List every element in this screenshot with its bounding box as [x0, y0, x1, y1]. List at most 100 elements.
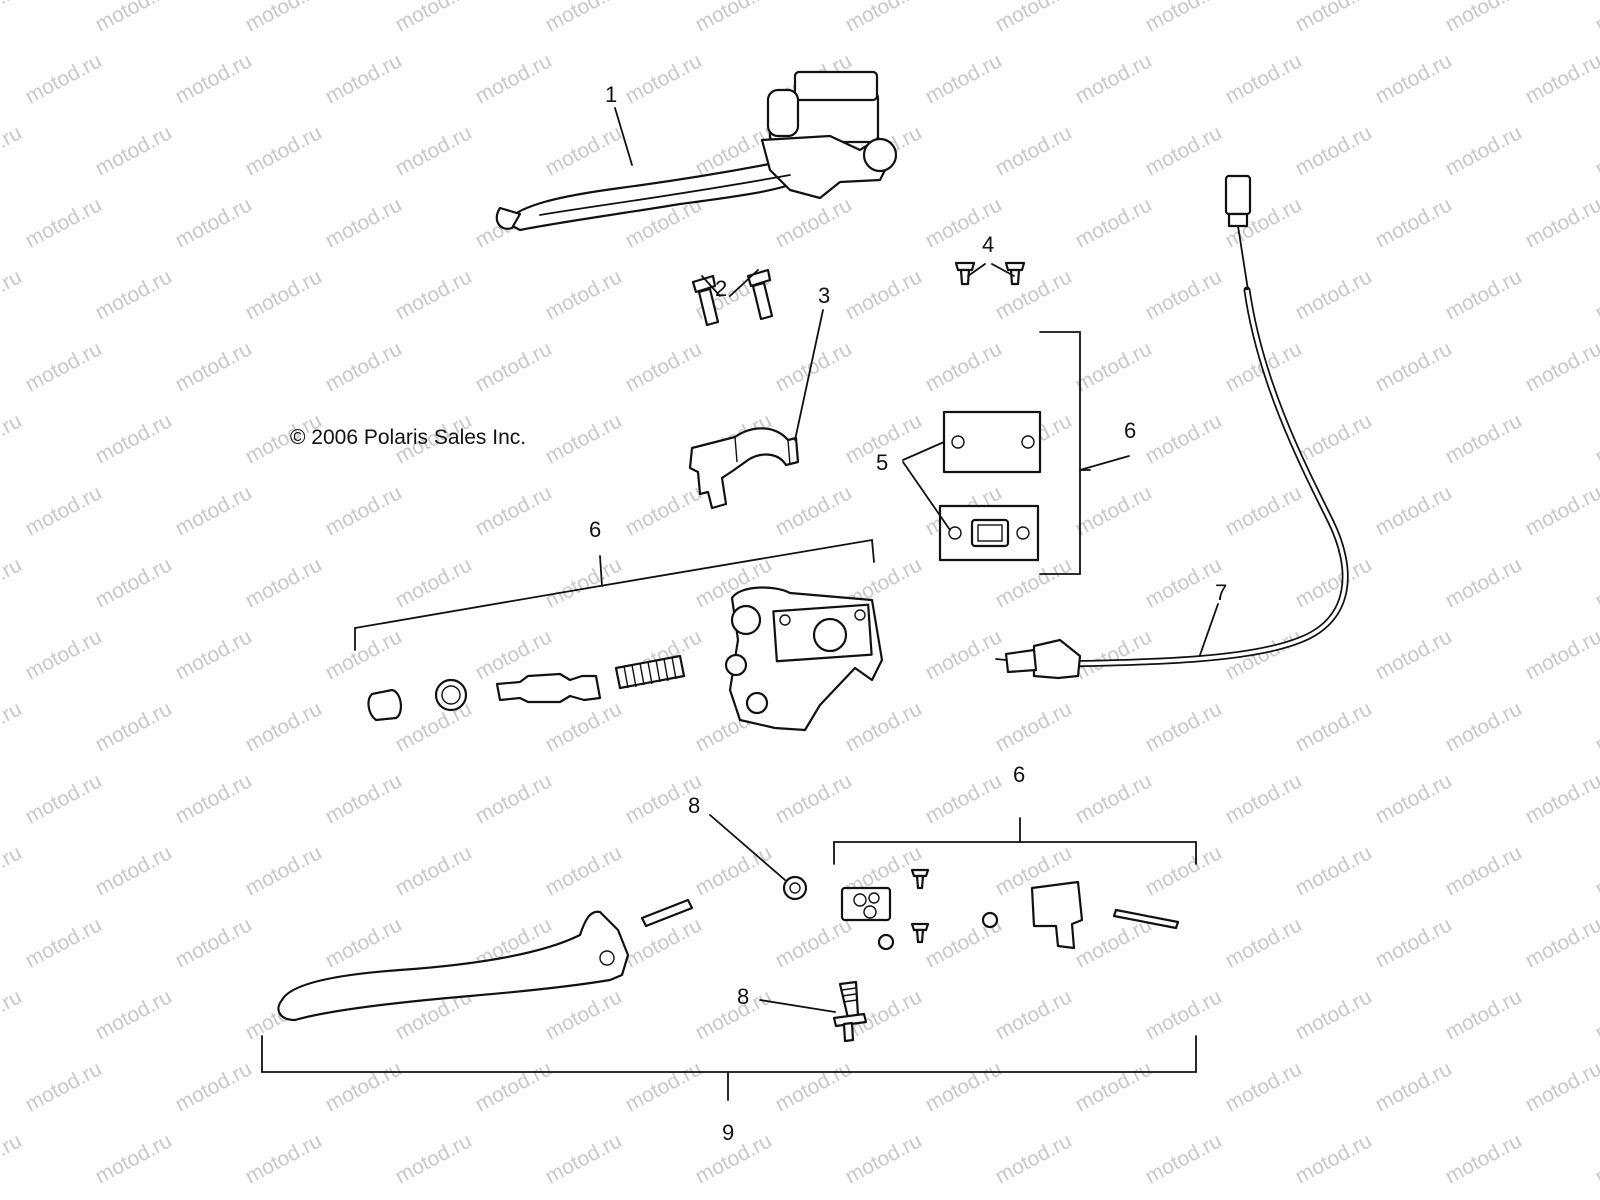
watermark-text: motod.ru	[0, 697, 26, 756]
watermark-text: motod.ru	[1592, 985, 1600, 1044]
watermark-text: motod.ru	[542, 985, 626, 1044]
watermark-text: motod.ru	[1522, 769, 1600, 828]
watermark-text: motod.ru	[1372, 913, 1456, 972]
watermark-text: motod.ru	[1592, 121, 1600, 180]
watermark-text: motod.ru	[922, 1057, 1006, 1116]
watermark-text: motod.ru	[22, 193, 106, 252]
watermark-text: motod.ru	[22, 337, 106, 396]
watermark-text: motod.ru	[622, 913, 706, 972]
watermark-text: motod.ru	[992, 985, 1076, 1044]
watermark-text: motod.ru	[1292, 841, 1376, 900]
callout-3: 3	[818, 283, 830, 308]
watermark-text: motod.ru	[242, 697, 326, 756]
watermark-text: motod.ru	[842, 697, 926, 756]
watermark-text: motod.ru	[1522, 1057, 1600, 1116]
part-4-screws[interactable]	[954, 261, 1026, 286]
watermark-text: motod.ru	[172, 193, 256, 252]
watermark-text: motod.ru	[842, 0, 926, 36]
watermark-text: motod.ru	[1072, 193, 1156, 252]
watermark-text: motod.ru	[22, 49, 106, 108]
watermark-text: motod.ru	[322, 193, 406, 252]
watermark-text: motod.ru	[92, 553, 176, 612]
watermark-text: motod.ru	[1222, 49, 1306, 108]
watermark-text: motod.ru	[92, 1129, 176, 1188]
watermark-text: motod.ru	[322, 625, 406, 684]
watermark-text: motod.ru	[1442, 697, 1526, 756]
watermark-text: motod.ru	[1442, 265, 1526, 324]
callout-2: 2	[715, 276, 727, 301]
watermark-text: motod.ru	[772, 769, 856, 828]
bracket-9-bottom	[261, 1035, 1197, 1101]
watermark-text: motod.ru	[392, 121, 476, 180]
watermark-text: motod.ru	[92, 985, 176, 1044]
part-5-cover-and-diaphragm[interactable]	[938, 410, 1042, 562]
watermark-text: motod.ru	[392, 0, 476, 36]
watermark-text: motod.ru	[0, 409, 26, 468]
watermark-text: motod.ru	[542, 409, 626, 468]
watermark-text: motod.ru	[172, 769, 256, 828]
watermark-text: motod.ru	[542, 265, 626, 324]
watermark-text: motod.ru	[1442, 0, 1526, 36]
watermark-text: motod.ru	[772, 1057, 856, 1116]
watermark-text: motod.ru	[1292, 0, 1376, 36]
watermark-text: motod.ru	[242, 265, 326, 324]
part-7-brake-switch-cable[interactable]	[995, 174, 1349, 680]
watermark-text: motod.ru	[1072, 49, 1156, 108]
watermark-text: motod.ru	[622, 1057, 706, 1116]
watermark-text: motod.ru	[1292, 1129, 1376, 1188]
callout-1: 1	[605, 82, 617, 107]
part-6-master-cylinder-internals[interactable]	[367, 586, 884, 732]
watermark-text: motod.ru	[842, 1129, 926, 1188]
watermark-text: motod.ru	[0, 0, 26, 36]
watermark-text: motod.ru	[1592, 0, 1600, 36]
watermark-text: motod.ru	[22, 625, 106, 684]
watermark-text: motod.ru	[1072, 769, 1156, 828]
watermark-text: motod.ru	[392, 265, 476, 324]
watermark-text: motod.ru	[1592, 697, 1600, 756]
copyright-text: © 2006 Polaris Sales Inc.	[290, 426, 526, 449]
watermark-text: motod.ru	[992, 121, 1076, 180]
watermark-text: motod.ru	[392, 553, 476, 612]
watermark-text: motod.ru	[472, 769, 556, 828]
watermark-text: motod.ru	[622, 481, 706, 540]
watermark-text: motod.ru	[1592, 265, 1600, 324]
watermark-text: motod.ru	[1292, 121, 1376, 180]
watermark-text: motod.ru	[1522, 913, 1600, 972]
watermark-text: motod.ru	[772, 337, 856, 396]
watermark-text: motod.ru	[1292, 985, 1376, 1044]
watermark-text: motod.ru	[1142, 985, 1226, 1044]
watermark-text: motod.ru	[92, 409, 176, 468]
watermark-text: motod.ru	[1522, 625, 1600, 684]
part-1-master-cylinder-assembly[interactable]	[495, 70, 898, 232]
callout-8-upper: 8	[688, 793, 700, 818]
watermark-text: motod.ru	[392, 697, 476, 756]
watermark-text: motod.ru	[172, 1057, 256, 1116]
watermark-text: motod.ru	[1292, 697, 1376, 756]
watermark-text: motod.ru	[1522, 193, 1600, 252]
watermark-text: motod.ru	[1142, 553, 1226, 612]
watermark-text: motod.ru	[22, 913, 106, 972]
watermark-text: motod.ru	[1142, 121, 1226, 180]
watermark-text: motod.ru	[1372, 769, 1456, 828]
watermark-text: motod.ru	[1442, 553, 1526, 612]
watermark-text: motod.ru	[92, 0, 176, 36]
watermark-text: motod.ru	[242, 121, 326, 180]
watermark-text: motod.ru	[172, 481, 256, 540]
watermark-text: motod.ru	[322, 337, 406, 396]
watermark-text: motod.ru	[472, 481, 556, 540]
watermark-text: motod.ru	[1142, 1129, 1226, 1188]
watermark-text: motod.ru	[772, 481, 856, 540]
bracket-6-upper-right	[1039, 331, 1091, 575]
watermark-text: motod.ru	[992, 0, 1076, 36]
watermark-text: motod.ru	[692, 985, 776, 1044]
watermark-text: motod.ru	[1142, 409, 1226, 468]
watermark-text: motod.ru	[322, 481, 406, 540]
watermark-text: motod.ru	[1222, 769, 1306, 828]
part-2-bolts[interactable]	[691, 268, 774, 327]
watermark-text: motod.ru	[1142, 697, 1226, 756]
watermark-text: motod.ru	[1142, 841, 1226, 900]
watermark-text: motod.ru	[322, 769, 406, 828]
part-3-clamp[interactable]	[688, 427, 800, 510]
watermark-text: motod.ru	[242, 553, 326, 612]
part-9-lever-kit[interactable]	[277, 868, 1180, 1043]
